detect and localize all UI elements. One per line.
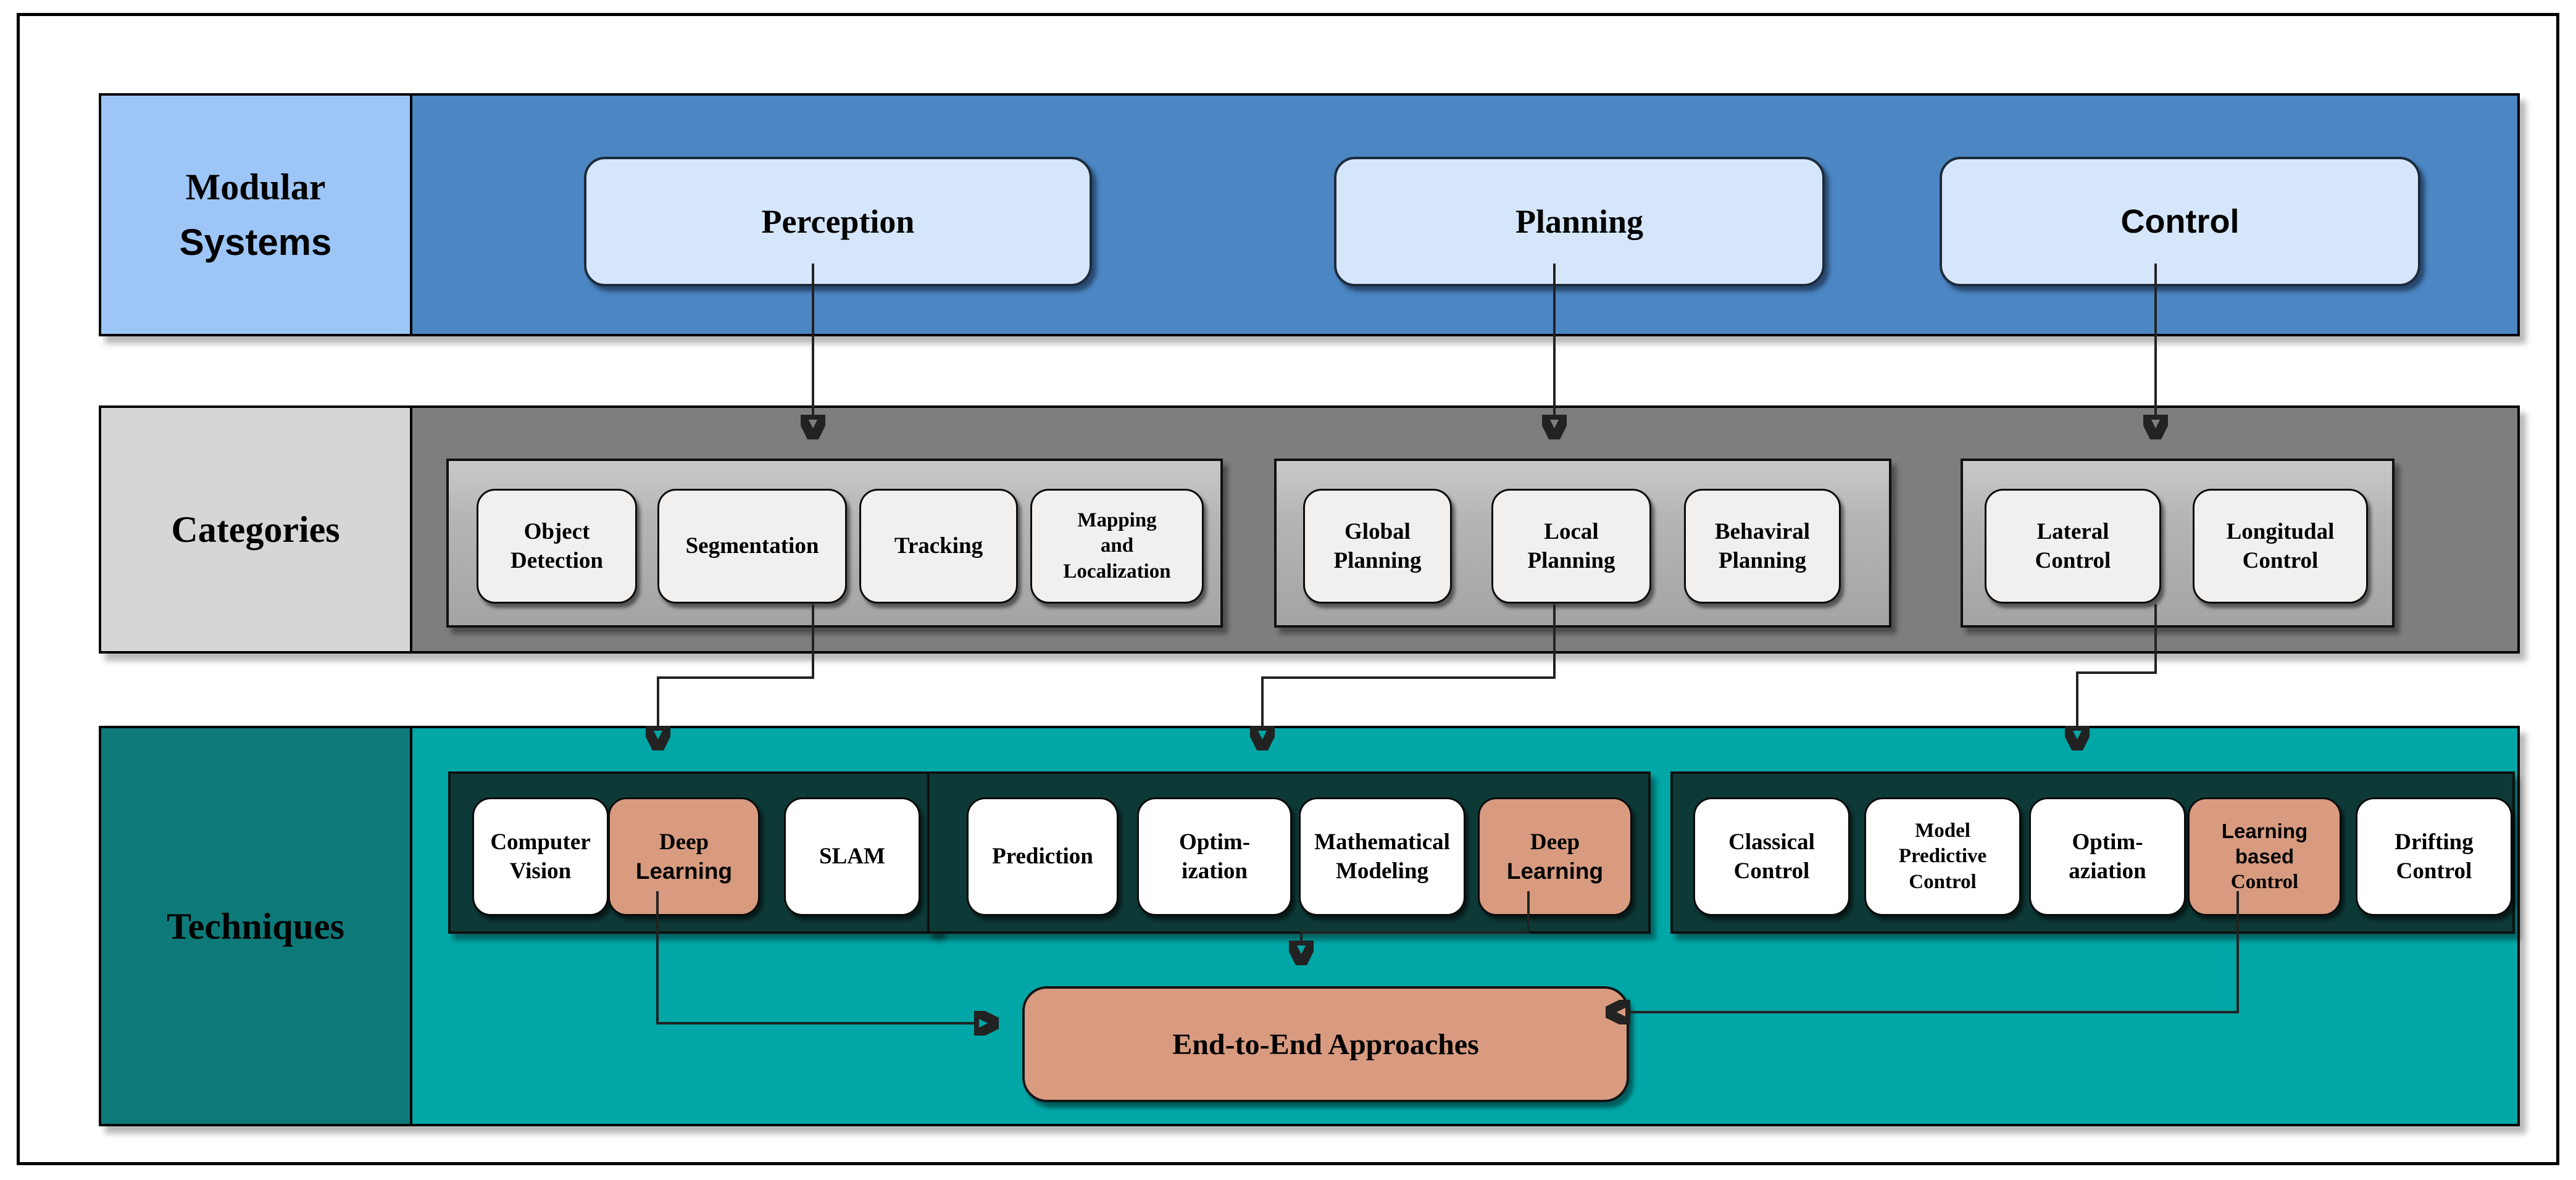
node-label-line: Object [523,518,590,544]
row-modular-systems: Modular Systems Perception Planning Cont… [99,93,2520,336]
node-label-line: Planning [1719,548,1806,573]
node-label-line: Modeling [1335,858,1429,884]
node-label-line: Deep [1530,829,1580,855]
modular-systems-label-line1: Modular [185,167,326,207]
node-label-line: Mathematical [1314,829,1450,855]
node-label-line: Computer [490,829,591,855]
node-tracking: Tracking [859,489,1018,604]
node-label-line: Model [1915,820,1970,842]
end-to-end-approaches-box: End-to-End Approaches [1022,986,1629,1102]
node-label-line: Prediction [992,844,1093,870]
node-label-line: Mapping [1077,509,1157,532]
node-label-line: Deep [659,829,709,855]
node-label-line: Planning [1527,548,1615,573]
node-segmentation: Segmentation [657,489,847,604]
node-label-line: Optim- [2072,829,2143,855]
node-label-line: Control [2396,858,2472,884]
node-label-line: Lateral [2036,518,2109,544]
module-box-planning: Planning [1334,157,1825,286]
node-label-line: Predictive [1898,845,1987,868]
node-label-line: Vision [509,858,572,884]
node-label-line: Control [2230,870,2299,893]
modular-systems-label-line2: Systems [179,222,332,263]
node-label-line: Local [1544,518,1599,544]
node-label-line: Localization [1063,560,1171,583]
node-label-line: Learning [1506,858,1604,884]
node-label-line: Classical [1728,829,1815,855]
node-label-line: SLAM [819,844,885,870]
node-label-line: Learning [635,858,733,884]
node-label-line: Tracking [894,533,983,559]
node-label-line: Behaviral [1714,518,1811,544]
node-slam: SLAM [784,797,920,916]
node-label-line: and [1100,534,1134,557]
node-label-line: Learning [2221,820,2308,843]
node-label-line: Detection [511,548,603,573]
module-box-perception: Perception [584,157,1092,286]
node-optim-ization: Optim-ization [1137,797,1292,916]
node-label-line: Planning [1333,548,1422,573]
node-label-line: Global [1344,518,1411,544]
module-box-control: Control [1940,157,2420,286]
node-prediction: Prediction [967,797,1119,916]
modular-systems-label: Modular Systems [101,96,412,334]
node-label-line: based [2235,845,2295,868]
node-label-line: Drifting [2395,829,2474,855]
node-label-line: Optim- [1178,829,1251,855]
node-label-line: Segmentation [685,533,819,559]
node-label-line: ization [1182,858,1248,884]
node-label-line: Control [1909,870,1977,893]
node-label-line: Control [2242,548,2319,573]
node-label-line: aziation [2069,858,2146,884]
node-label-line: Control [2035,548,2111,573]
techniques-label: Techniques [101,728,412,1124]
diagram-frame: Modular Systems Perception Planning Cont… [17,13,2559,1165]
node-optim-aziation: Optim-aziation [2029,797,2186,916]
categories-label: Categories [101,408,412,651]
node-label-line: Control [1733,858,1810,884]
node-label-line: Longitudal [2226,518,2335,544]
